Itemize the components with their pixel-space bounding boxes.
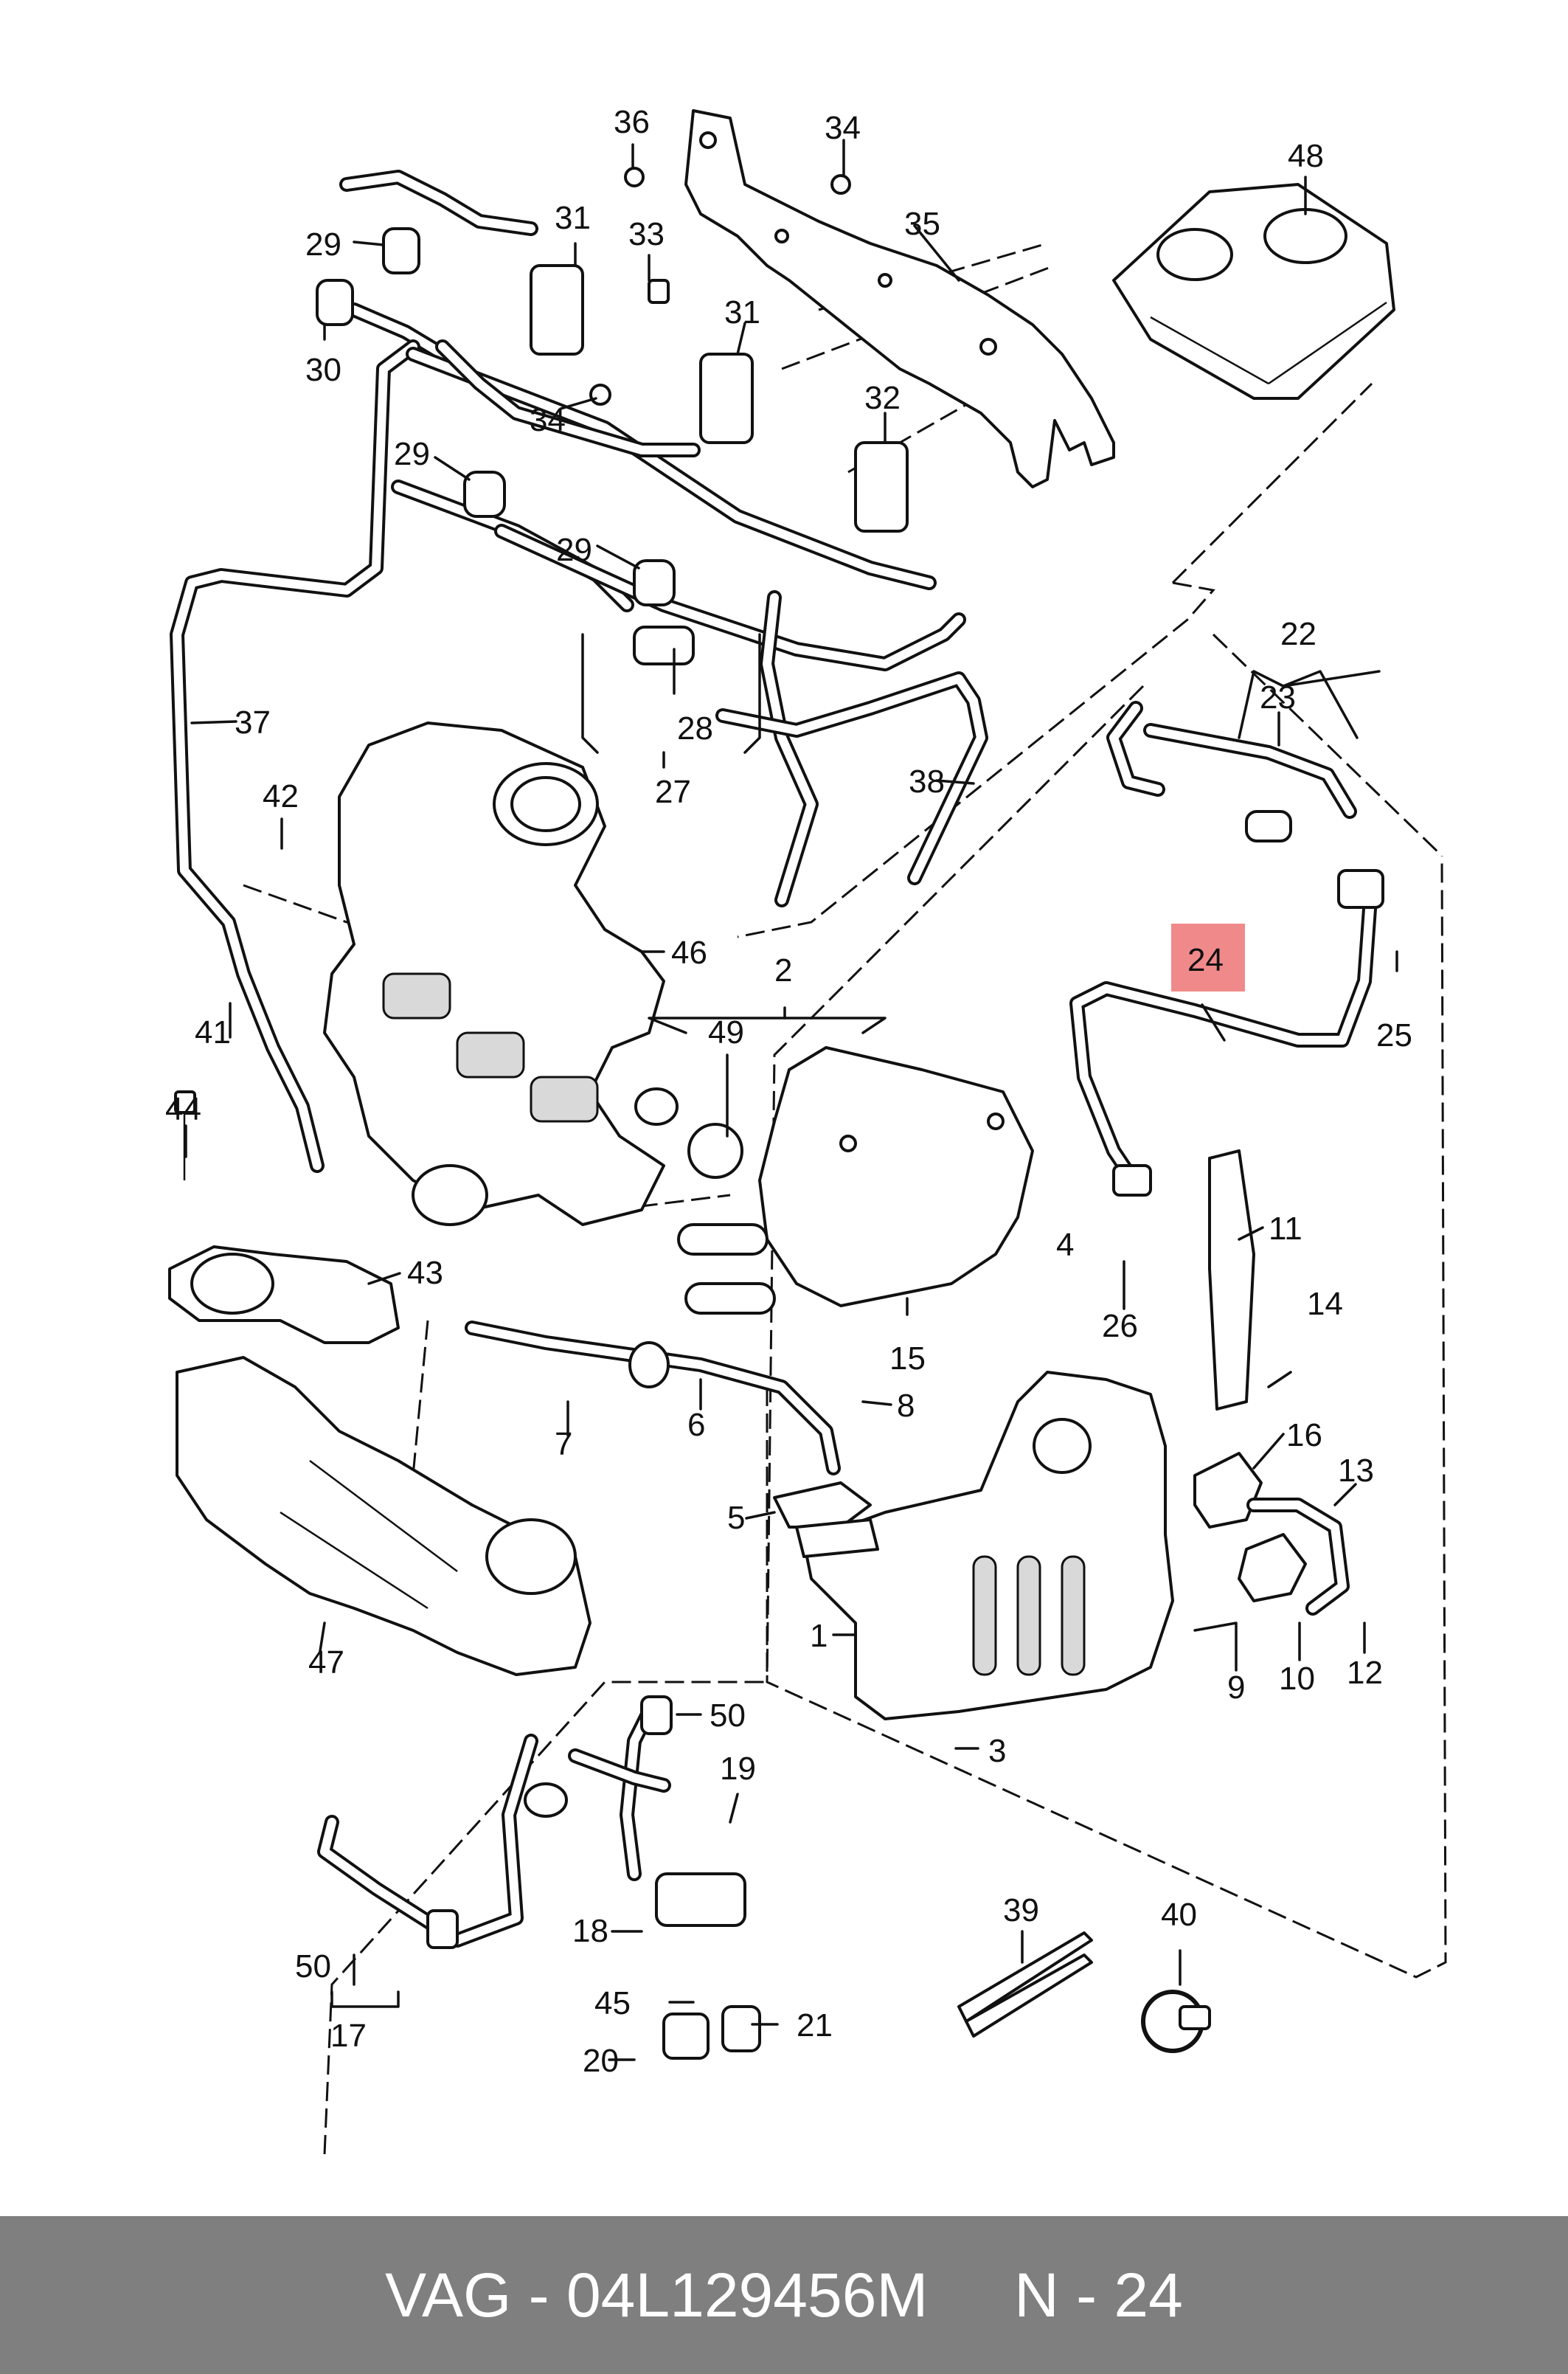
callout-42: 42 [263,778,299,814]
callout-32: 32 [864,380,901,416]
callout-36: 36 [614,104,650,140]
callout-18: 18 [572,1913,608,1949]
intake-manifold-47 [176,1356,592,1676]
highlight-box [1171,924,1245,992]
cover-48 [1112,183,1395,400]
callout-31-a: 31 [555,200,591,236]
callout-10: 10 [1279,1661,1315,1697]
callout-7: 7 [555,1426,572,1462]
callout-11: 11 [1269,1211,1302,1247]
callout-16: 16 [1286,1417,1322,1453]
exploded-parts-diagram: 36 34 48 31 33 35 29 30 31 32 34 29 29 2… [165,104,1447,2155]
callout-49: 49 [708,1014,744,1051]
vacuum-lines-right [1069,701,1384,1197]
turbocharger-46 [323,721,679,1226]
callout-20: 20 [583,2043,619,2079]
callout-4: 4 [1056,1227,1074,1263]
valves-and-caps [316,167,909,665]
callout-38: 38 [909,764,945,800]
clamp-40 [1141,1990,1211,2053]
callout-40: 40 [1161,1897,1197,1933]
callout-3: 3 [988,1733,1006,1769]
callout-17: 17 [330,2018,367,2054]
throttle-43 [168,1090,400,1344]
callout-6: 6 [687,1407,705,1443]
callout-35: 35 [904,206,940,242]
pipe-6 [465,1321,841,1475]
callout-27: 27 [655,774,691,810]
callout-24: 24 [1187,942,1224,978]
callout-9: 9 [1227,1669,1245,1706]
footer-bar: VAG - 04L129456M N - 24 [0,2216,1568,2374]
callout-8: 8 [897,1388,915,1424]
callout-21: 21 [797,2007,833,2043]
callout-39: 39 [1003,1892,1039,1928]
callout-44: 44 [165,1091,201,1127]
ties-39 [957,1931,1093,2038]
callout-34-top: 34 [825,110,861,146]
callout-34-b: 34 [530,402,566,438]
parts-drawing: 36 34 48 31 33 35 29 30 31 32 34 29 29 2… [165,104,1447,2155]
bracket-35 [684,109,1115,488]
callout-41: 41 [195,1014,231,1051]
callout-19: 19 [720,1751,756,1787]
callout-43: 43 [407,1255,443,1291]
callout-29-b: 29 [394,436,430,472]
callout-23: 23 [1260,679,1296,716]
callout-2: 2 [774,952,792,989]
callout-13: 13 [1338,1453,1374,1489]
callout-50-a: 50 [710,1698,746,1734]
callout-25: 25 [1376,1017,1412,1053]
callout-47: 47 [308,1644,344,1681]
callout-50-b: 50 [295,1948,331,1984]
callout-48: 48 [1288,138,1324,174]
callout-30: 30 [305,352,341,388]
callout-37: 37 [235,705,271,741]
callout-15: 15 [889,1340,926,1377]
callout-33: 33 [628,216,665,252]
leader-lines [184,139,1398,2061]
egr-cooler-1 [802,1371,1174,1720]
callout-31-b: 31 [724,294,760,331]
callout-labels: 36 34 48 31 33 35 29 30 31 32 34 29 29 2… [165,104,1412,2079]
callout-29-a: 29 [305,226,341,263]
callout-26: 26 [1102,1308,1138,1344]
callout-46: 46 [671,935,707,971]
callout-29-c: 29 [556,532,592,568]
footer-part-number: VAG - 04L129456M N - 24 [385,2260,1183,2330]
callout-14: 14 [1307,1286,1343,1322]
callout-28: 28 [677,710,713,747]
callout-5: 5 [727,1500,745,1536]
callout-45: 45 [594,1985,631,2021]
callout-1: 1 [810,1618,828,1654]
gaskets-right [773,1149,1350,1616]
callout-12: 12 [1347,1655,1383,1691]
flange-assembly-2 [677,1046,1034,1315]
callout-22: 22 [1280,616,1317,652]
vacuum-lines-lower [317,1695,761,2060]
